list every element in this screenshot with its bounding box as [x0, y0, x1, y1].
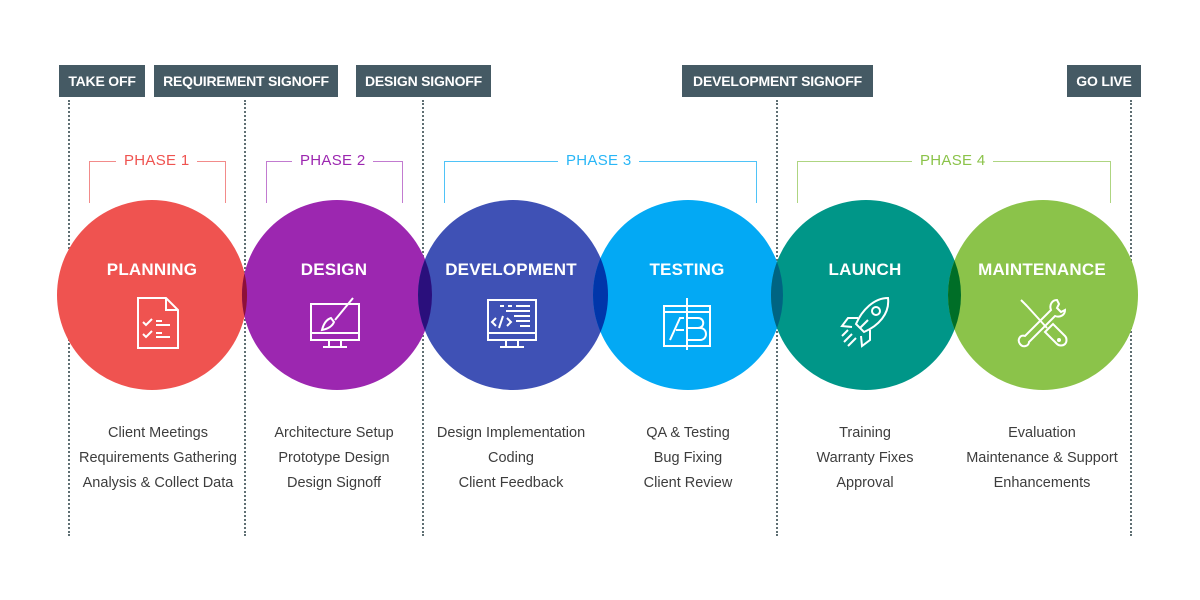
- stage-title-planning: PLANNING: [106, 260, 198, 279]
- milestone-requirement-signoff: REQUIREMENT SIGNOFF: [154, 65, 338, 97]
- phase-1-label: PHASE 1: [116, 152, 198, 169]
- task-item: Enhancements: [993, 475, 1091, 491]
- stage-circle-development: [418, 200, 608, 390]
- task-item: Evaluation: [1008, 425, 1076, 441]
- task-item: QA & Testing: [646, 425, 730, 441]
- task-item: Coding: [488, 450, 534, 466]
- task-item: Client Meetings: [108, 425, 208, 441]
- overlap-development-testing: [593, 258, 608, 332]
- milestone-take-off: TAKE OFF: [59, 65, 145, 97]
- phase-4-label: PHASE 4: [912, 152, 994, 169]
- overlap-planning-design: [242, 273, 247, 317]
- task-list-launch: Training Warranty Fixes Approval: [770, 421, 960, 496]
- overlap-design-development: [417, 259, 433, 331]
- rocket-icon: [840, 296, 890, 348]
- checklist-document-icon: [137, 297, 179, 349]
- milestone-design-signoff: DESIGN SIGNOFF: [356, 65, 491, 97]
- stage-title-testing: TESTING: [649, 260, 725, 279]
- task-item: Client Review: [643, 475, 733, 491]
- monitor-paintbrush-icon: [310, 297, 360, 348]
- task-item: Approval: [836, 475, 894, 491]
- task-list-design: Architecture Setup Prototype Design Desi…: [239, 421, 429, 496]
- stage-title-design: DESIGN: [300, 260, 368, 279]
- phase-2-label: PHASE 2: [292, 152, 374, 169]
- stage-circle-design: [242, 200, 432, 390]
- task-item: Bug Fixing: [653, 450, 723, 466]
- task-item: Warranty Fixes: [816, 450, 914, 466]
- monitor-code-icon: [487, 299, 537, 348]
- ab-test-window-icon: [663, 298, 711, 350]
- phase-3-label: PHASE 3: [558, 152, 640, 169]
- stage-circle-planning: [57, 200, 247, 390]
- task-item: Architecture Setup: [274, 425, 394, 441]
- task-list-development: Design Implementation Coding Client Feed…: [416, 421, 606, 496]
- task-item: Design Signoff: [286, 475, 382, 491]
- wrench-screwdriver-icon: [1017, 298, 1068, 348]
- task-item: Training: [839, 425, 891, 441]
- task-item: Requirements Gathering: [79, 450, 237, 466]
- stage-circle-launch: [771, 200, 961, 390]
- task-list-maintenance: Evaluation Maintenance & Support Enhance…: [947, 421, 1137, 496]
- milestone-go-live: GO LIVE: [1067, 65, 1141, 97]
- task-item: Analysis & Collect Data: [82, 475, 234, 491]
- task-item: Design Implementation: [436, 425, 586, 441]
- stage-title-development: DEVELOPMENT: [445, 260, 577, 279]
- task-list-testing: QA & Testing Bug Fixing Client Review: [593, 421, 783, 496]
- overlap-testing-launch: [771, 261, 784, 329]
- task-list-planning: Client Meetings Requirements Gathering A…: [63, 421, 253, 496]
- stage-circle-testing: [593, 200, 783, 390]
- stage-circle-maintenance: [948, 200, 1138, 390]
- overlap-launch-maintenance: [948, 260, 961, 330]
- milestone-development-signoff: DEVELOPMENT SIGNOFF: [682, 65, 873, 97]
- stage-title-maintenance: MAINTENANCE: [978, 260, 1106, 279]
- task-item: Prototype Design: [278, 450, 390, 466]
- task-item: Maintenance & Support: [966, 450, 1118, 466]
- stage-title-launch: LAUNCH: [828, 260, 902, 279]
- task-item: Client Feedback: [458, 475, 564, 491]
